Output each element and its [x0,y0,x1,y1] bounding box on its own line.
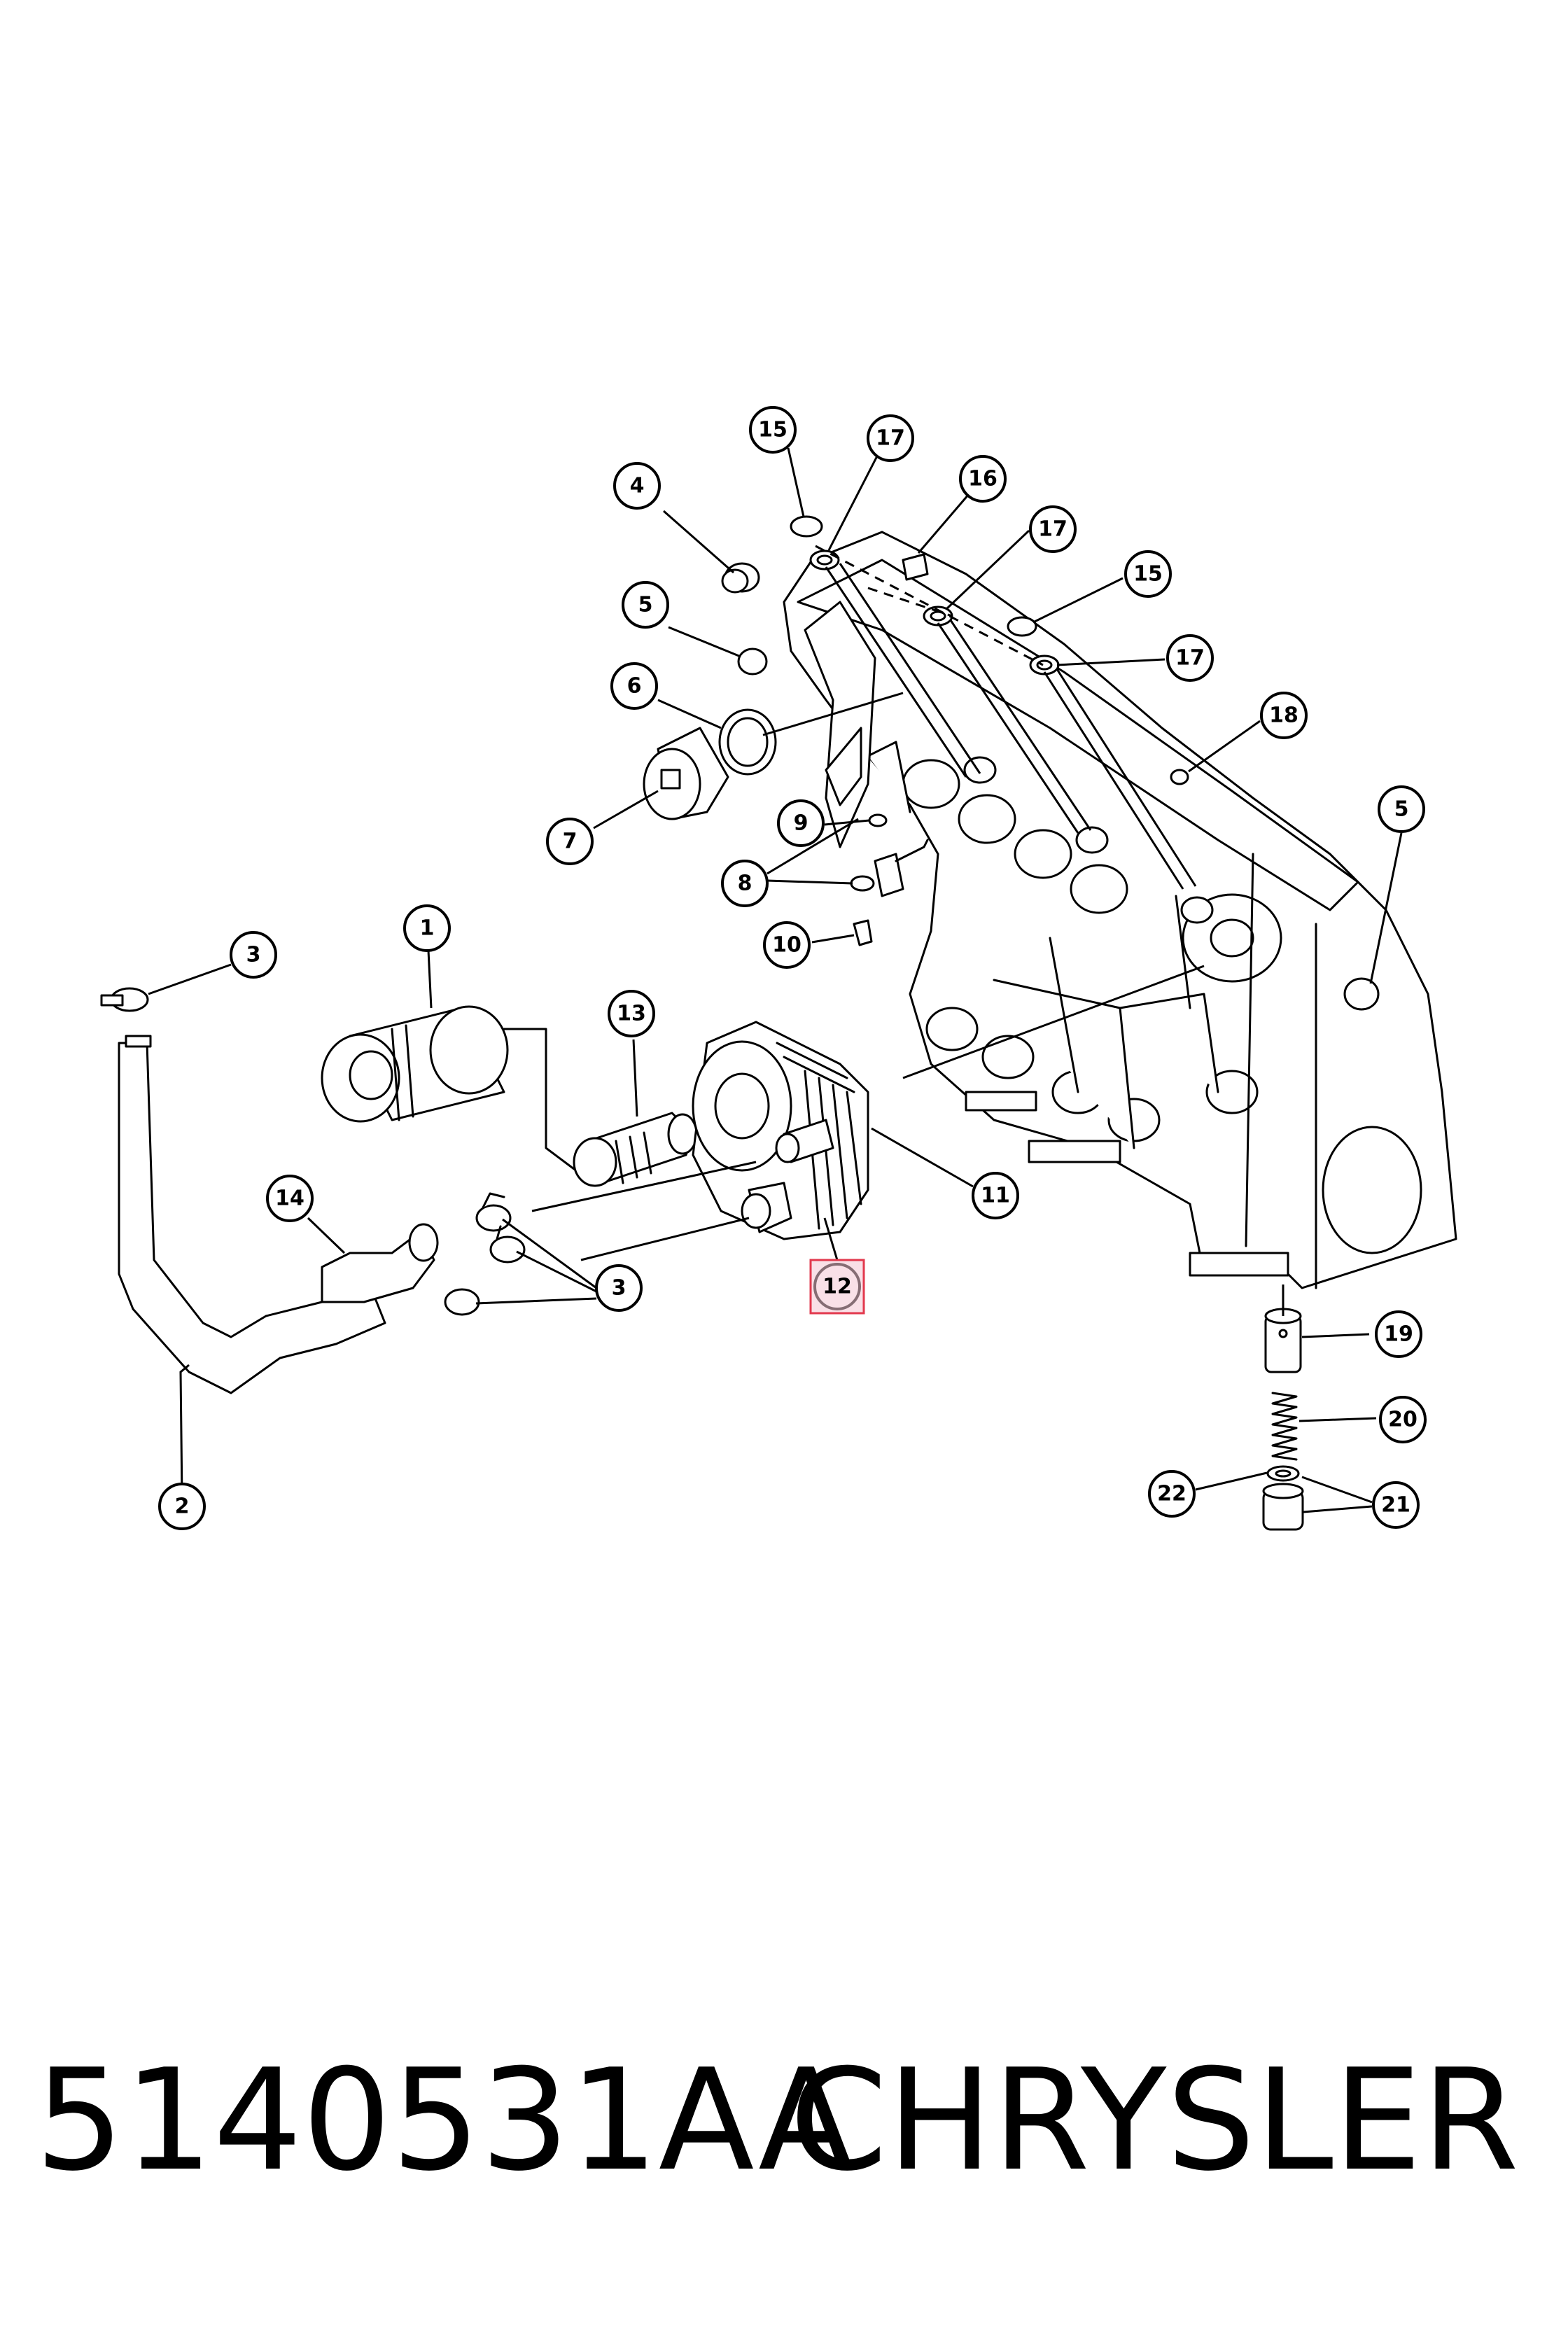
svg-text:17: 17 [1038,517,1068,542]
callout-9: 9 [777,799,825,847]
callout-20: 20 [1379,1396,1427,1443]
callout-3-clamps: 3 [595,1264,643,1312]
callout-14: 14 [266,1175,314,1222]
svg-text:16: 16 [968,467,997,491]
hose-clamps [100,987,526,1316]
callout-17-right: 17 [1166,634,1214,682]
engine-block [783,531,1457,1289]
filler-cap [643,727,729,820]
callout-2: 2 [158,1483,206,1530]
callout-10: 10 [763,921,811,969]
oil-filter [321,1005,575,1170]
svg-text:15: 15 [1133,562,1163,587]
svg-text:18: 18 [1269,704,1298,728]
hose-line-lower [580,1217,750,1261]
svg-text:17: 17 [876,426,905,451]
svg-text:14: 14 [275,1186,304,1211]
svg-text:13: 13 [617,1002,646,1026]
oil-cooler [692,1021,869,1240]
callout-15-right: 15 [1124,550,1172,598]
callout-3: 3 [230,931,277,979]
alignment-dashline [815,545,1044,666]
svg-text:7: 7 [563,830,578,854]
svg-text:3: 3 [612,1276,626,1301]
adapter-bolt [573,1112,698,1187]
svg-text:20: 20 [1388,1408,1418,1432]
callout-17: 17 [867,414,914,462]
alignment-dashline-2 [867,587,953,617]
callout-13: 13 [608,990,655,1037]
svg-text:17: 17 [1175,646,1205,671]
cover-bolts [790,515,1189,785]
svg-text:5: 5 [638,593,653,617]
svg-text:9: 9 [794,811,808,836]
svg-text:4: 4 [630,474,645,498]
cover-gasket [804,601,876,848]
hose-line-upper [531,1161,757,1212]
svg-text:2: 2 [175,1494,190,1519]
part-number: 5140531AA [35,2039,854,2202]
relief-valve-stack [1262,1308,1304,1531]
svg-text:15: 15 [758,418,788,442]
callout-4: 4 [613,462,661,510]
callout-12-highlight [809,1259,865,1315]
expansion-plug-5 [737,648,1380,1011]
callout-15: 15 [749,406,797,454]
callout-12: 12 [809,1259,865,1315]
svg-text:22: 22 [1157,1482,1186,1506]
callout-5: 5 [622,581,669,629]
svg-text:1: 1 [420,916,435,941]
svg-text:12: 12 [822,1275,852,1299]
coolant-hose-long [118,1035,386,1394]
svg-text:10: 10 [772,933,802,958]
callout-19: 19 [1375,1310,1422,1358]
svg-text:21: 21 [1381,1493,1410,1518]
cooler-mount-line [902,965,1205,1079]
callout-22: 22 [1148,1470,1196,1518]
callout-16: 16 [959,455,1007,503]
svg-text:8: 8 [738,872,752,896]
svg-text:3: 3 [246,943,261,967]
brand-name: CHRYSLER [789,2039,1519,2202]
callout-21: 21 [1372,1481,1420,1529]
svg-text:6: 6 [627,674,642,699]
o-ring [718,708,777,776]
callout-18: 18 [1260,692,1308,739]
sensor-assembly [850,813,929,946]
callout-17-mid: 17 [1029,505,1077,553]
svg-text:11: 11 [981,1184,1010,1208]
callout-6: 6 [610,662,658,710]
callout-1: 1 [403,904,451,952]
cover-studs [825,563,1197,890]
leader-lines [148,446,1403,1513]
svg-text:5: 5 [1394,797,1409,822]
coolant-hose-elbow [321,1223,439,1303]
svg-text:19: 19 [1384,1322,1413,1347]
callout-5-block: 5 [1378,785,1425,833]
cap-line [762,692,904,736]
callout-7: 7 [546,818,594,865]
callout-8: 8 [721,860,769,907]
callout-11: 11 [972,1172,1019,1219]
expansion-plug-4 [721,562,760,594]
